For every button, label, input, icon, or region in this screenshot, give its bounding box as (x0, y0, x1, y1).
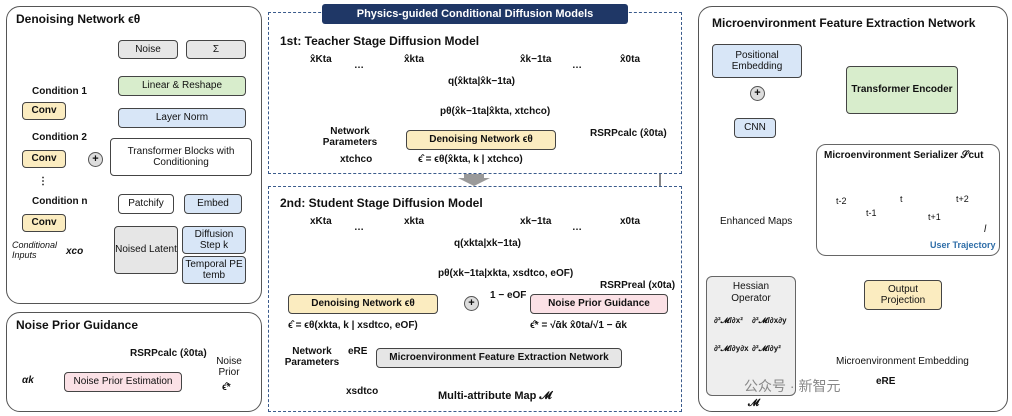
teacher-x-0: x̂0ta (620, 54, 641, 65)
conditional-inputs-label: Conditional Inputs (12, 240, 58, 260)
noised-latent-block: Noised Latent (114, 226, 178, 274)
noise-prior-output-label: Noise Prior (216, 356, 242, 378)
stage-transition-arrow (458, 174, 490, 186)
conv-2: Conv (22, 150, 66, 168)
teacher-network-params: Network Parameters (322, 126, 378, 148)
watermark: 公众号 · 新智元 (744, 378, 841, 394)
patchify-block: Patchify (118, 194, 174, 214)
noise-prior-panel-title: Noise Prior Guidance (16, 318, 139, 332)
transformer-blocks: Transformer Blocks with Conditioning (110, 138, 252, 176)
teacher-denoising-network: Denoising Network ϵθ (406, 130, 556, 150)
denoising-panel-title: Denoising Network ϵθ (16, 12, 141, 26)
teacher-x-K: x̂Kta (310, 54, 332, 65)
student-x-K: xKta (310, 216, 332, 227)
student-ere: eRE (348, 346, 368, 357)
teacher-dots-1: … (354, 60, 364, 71)
student-x-k: xkta (404, 216, 425, 227)
output-projection-block: Output Projection (864, 280, 942, 310)
user-trajectory-label: User Trajectory (930, 240, 996, 250)
traj-t+2: t+2 (956, 194, 969, 204)
student-dots-2: … (572, 222, 582, 233)
student-q-label: q(xkta|xk−1ta) (454, 238, 521, 249)
condition-dots: ⋮ (38, 176, 48, 187)
teacher-q-label: q(x̂kta|x̂k−1ta) (448, 76, 515, 87)
micro-embedding-label: Microenvironment Embedding (836, 356, 969, 367)
teacher-formula: ϵ̂ = ϵθ(x̂kta, k | xtchco) (418, 154, 523, 165)
banner-title: Physics-guided Conditional Diffusion Mod… (322, 4, 628, 24)
enhanced-maps-label: Enhanced Maps (720, 216, 793, 227)
teacher-x-k: x̂kta (404, 54, 425, 65)
hessian-operator-box: Hessian Operator (706, 276, 796, 396)
positional-embedding-block: Positional Embedding (712, 44, 802, 78)
cnn-block: CNN (734, 118, 776, 138)
mfen-panel-title: Microenvironment Feature Extraction Netw… (712, 16, 976, 30)
student-mfen-block: Microenvironment Feature Extraction Netw… (376, 348, 622, 368)
traj-t-1: t-1 (866, 208, 877, 218)
sum-node-left: + (88, 152, 103, 167)
teacher-xtch: xtchco (340, 154, 373, 165)
teacher-x-k-1: x̂k−1ta (520, 54, 552, 65)
m-symbol-right: 𝓜 (748, 398, 760, 409)
student-formula: ϵ̂ = ϵθ(xkta, k | xsdtco, eOF) (288, 320, 418, 331)
student-dots-1: … (354, 222, 364, 233)
hessian-title: Hessian Operator (731, 281, 771, 304)
sum-node-center: + (464, 296, 479, 311)
sigma-output: Σ (186, 40, 246, 59)
student-eps-star: ϵ̂* = √ᾱk x̂0ta/√1 − ᾱk (530, 320, 627, 331)
noise-output: Noise (118, 40, 178, 59)
traj-t-2: t-2 (836, 196, 847, 206)
student-network-params: Network Parameters (284, 346, 340, 368)
noise-prior-estimation-block: Noise Prior Estimation (64, 372, 182, 392)
linear-reshape-block: Linear & Reshape (118, 76, 246, 96)
teacher-p-label: pθ(x̂k−1ta|x̂kta, xtchco) (440, 106, 551, 117)
student-noise-prior-guidance: Noise Prior Guidance (530, 294, 668, 314)
teacher-title: 1st: Teacher Stage Diffusion Model (280, 34, 480, 48)
e-re-right: eRE (876, 376, 896, 387)
condition-1-label: Condition 1 (32, 86, 87, 97)
hessian-m22: ∂²𝓜/∂y² (752, 344, 781, 353)
student-xsdt: xsdtco (346, 386, 379, 397)
temporal-pe-block: Temporal PE temb (182, 256, 246, 284)
condition-n-label: Condition n (32, 196, 88, 207)
xco-label: xco (66, 246, 84, 257)
student-denoising-network: Denoising Network ϵθ (288, 294, 438, 314)
student-x-0: x0ta (620, 216, 641, 227)
l-label: l (984, 224, 987, 235)
serializer-title: Microenvironment Serializer 𝒮cut (824, 150, 984, 161)
transformer-encoder-block: Transformer Encoder (846, 66, 958, 114)
traj-t+1: t+1 (928, 212, 941, 222)
one-minus-eof: 1 − eOF (490, 290, 527, 301)
condition-2-label: Condition 2 (32, 132, 87, 143)
eps-star-left: ϵ̂* (222, 382, 231, 393)
student-rsrp-real: RSRPreal (x0ta) (600, 280, 676, 291)
student-p-label: pθ(xk−1ta|xkta, xsdtco, eOF) (438, 268, 574, 279)
alpha-k-label: αk (22, 375, 34, 386)
noise-prior-rsrp: RSRPcalc (x̂0ta) (130, 348, 207, 359)
embed-block: Embed (184, 194, 242, 214)
hessian-m12: ∂²𝓜/∂x∂y (752, 316, 787, 325)
traj-t: t (900, 194, 903, 204)
sum-node-right: + (750, 86, 765, 101)
teacher-stage-frame (268, 12, 682, 174)
hessian-m21: ∂²𝓜/∂y∂x (714, 344, 749, 353)
conv-1: Conv (22, 102, 66, 120)
noise-prior-panel (6, 312, 262, 412)
conv-n: Conv (22, 214, 66, 232)
teacher-rsrp-calc: RSRPcalc (x̂0ta) (590, 128, 667, 139)
teacher-dots-2: … (572, 60, 582, 71)
diffusion-step-block: Diffusion Step k (182, 226, 246, 254)
layer-norm-block: Layer Norm (118, 108, 246, 128)
student-x-k-1: xk−1ta (520, 216, 552, 227)
multi-attribute-map-label: Multi-attribute Map 𝓜 (438, 390, 552, 402)
student-title: 2nd: Student Stage Diffusion Model (280, 196, 483, 210)
serializer-box (816, 144, 1000, 256)
hessian-m11: ∂²𝓜/∂x² (714, 316, 743, 325)
